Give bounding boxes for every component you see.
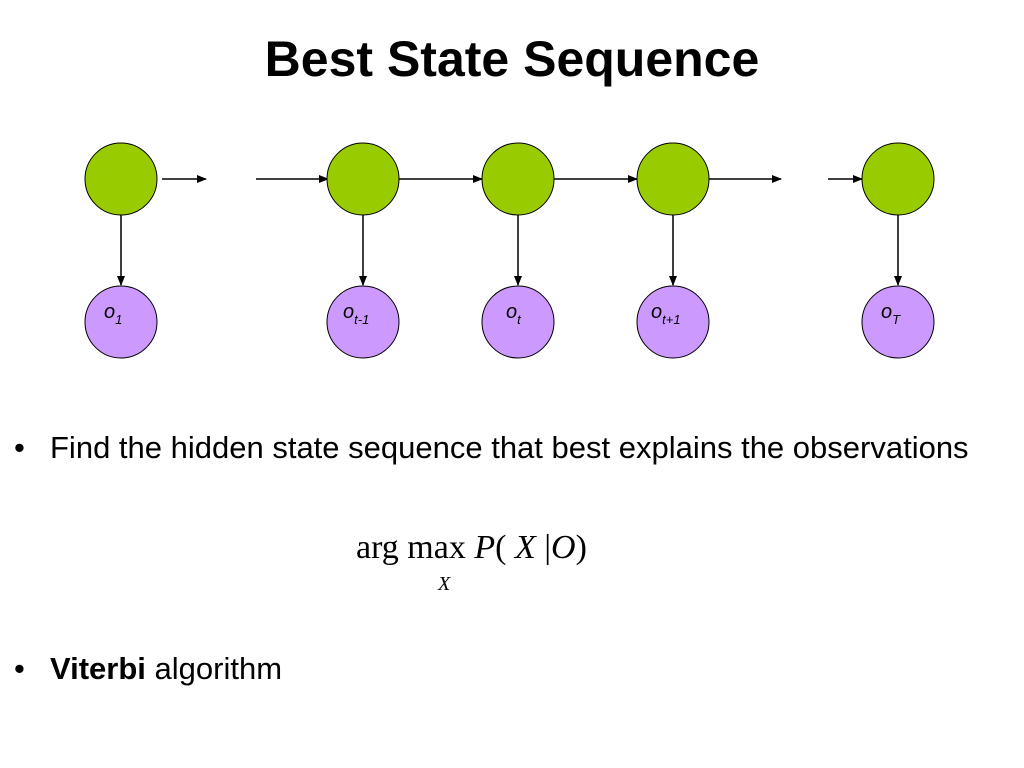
- obs-node-t+1: [636, 285, 710, 359]
- bullet-item-viterbi: • Viterbi algorithm: [14, 645, 282, 693]
- bullet-text-find: Find the hidden state sequence that best…: [50, 430, 969, 465]
- obs-node-t-1: [326, 285, 400, 359]
- formula-x: X: [514, 529, 536, 566]
- argmax-formula: arg max P( X |O) X: [356, 528, 587, 595]
- state-node-t-1: [326, 142, 400, 216]
- obs-node-T: [861, 285, 935, 359]
- obs-node-1: [84, 285, 158, 359]
- bullet-dot: •: [14, 651, 25, 686]
- viterbi-bold: Viterbi: [50, 651, 146, 686]
- hmm-diagram: o1 ot-1 ot ot+1 oT: [84, 142, 935, 359]
- state-node-1: [84, 142, 158, 216]
- state-node-t: [481, 142, 555, 216]
- obs-label-t+1: ot+1: [651, 301, 681, 327]
- bullet-list: • Find the hidden state sequence that be…: [14, 424, 1004, 472]
- obs-label-1: o1: [104, 301, 122, 327]
- formula-close-paren: ): [575, 529, 587, 566]
- obs-label-t: ot: [506, 301, 522, 327]
- obs-node-t: [481, 285, 555, 359]
- formula-p: P: [474, 529, 496, 566]
- bullet-item-find: • Find the hidden state sequence that be…: [14, 424, 1004, 472]
- state-node-T: [861, 142, 935, 216]
- slide-title: Best State Sequence: [264, 31, 760, 87]
- formula-open-paren: (: [495, 529, 507, 566]
- obs-label-T: oT: [881, 301, 901, 327]
- obs-label-t-1: ot-1: [343, 301, 369, 327]
- bullet-dot: •: [14, 430, 25, 465]
- formula-argmax: arg max: [356, 529, 466, 566]
- formula-bar: |: [535, 529, 552, 566]
- formula-o: O: [551, 529, 576, 566]
- formula-subscript-x: X: [438, 573, 451, 595]
- state-node-t+1: [636, 142, 710, 216]
- viterbi-rest: algorithm: [145, 651, 283, 686]
